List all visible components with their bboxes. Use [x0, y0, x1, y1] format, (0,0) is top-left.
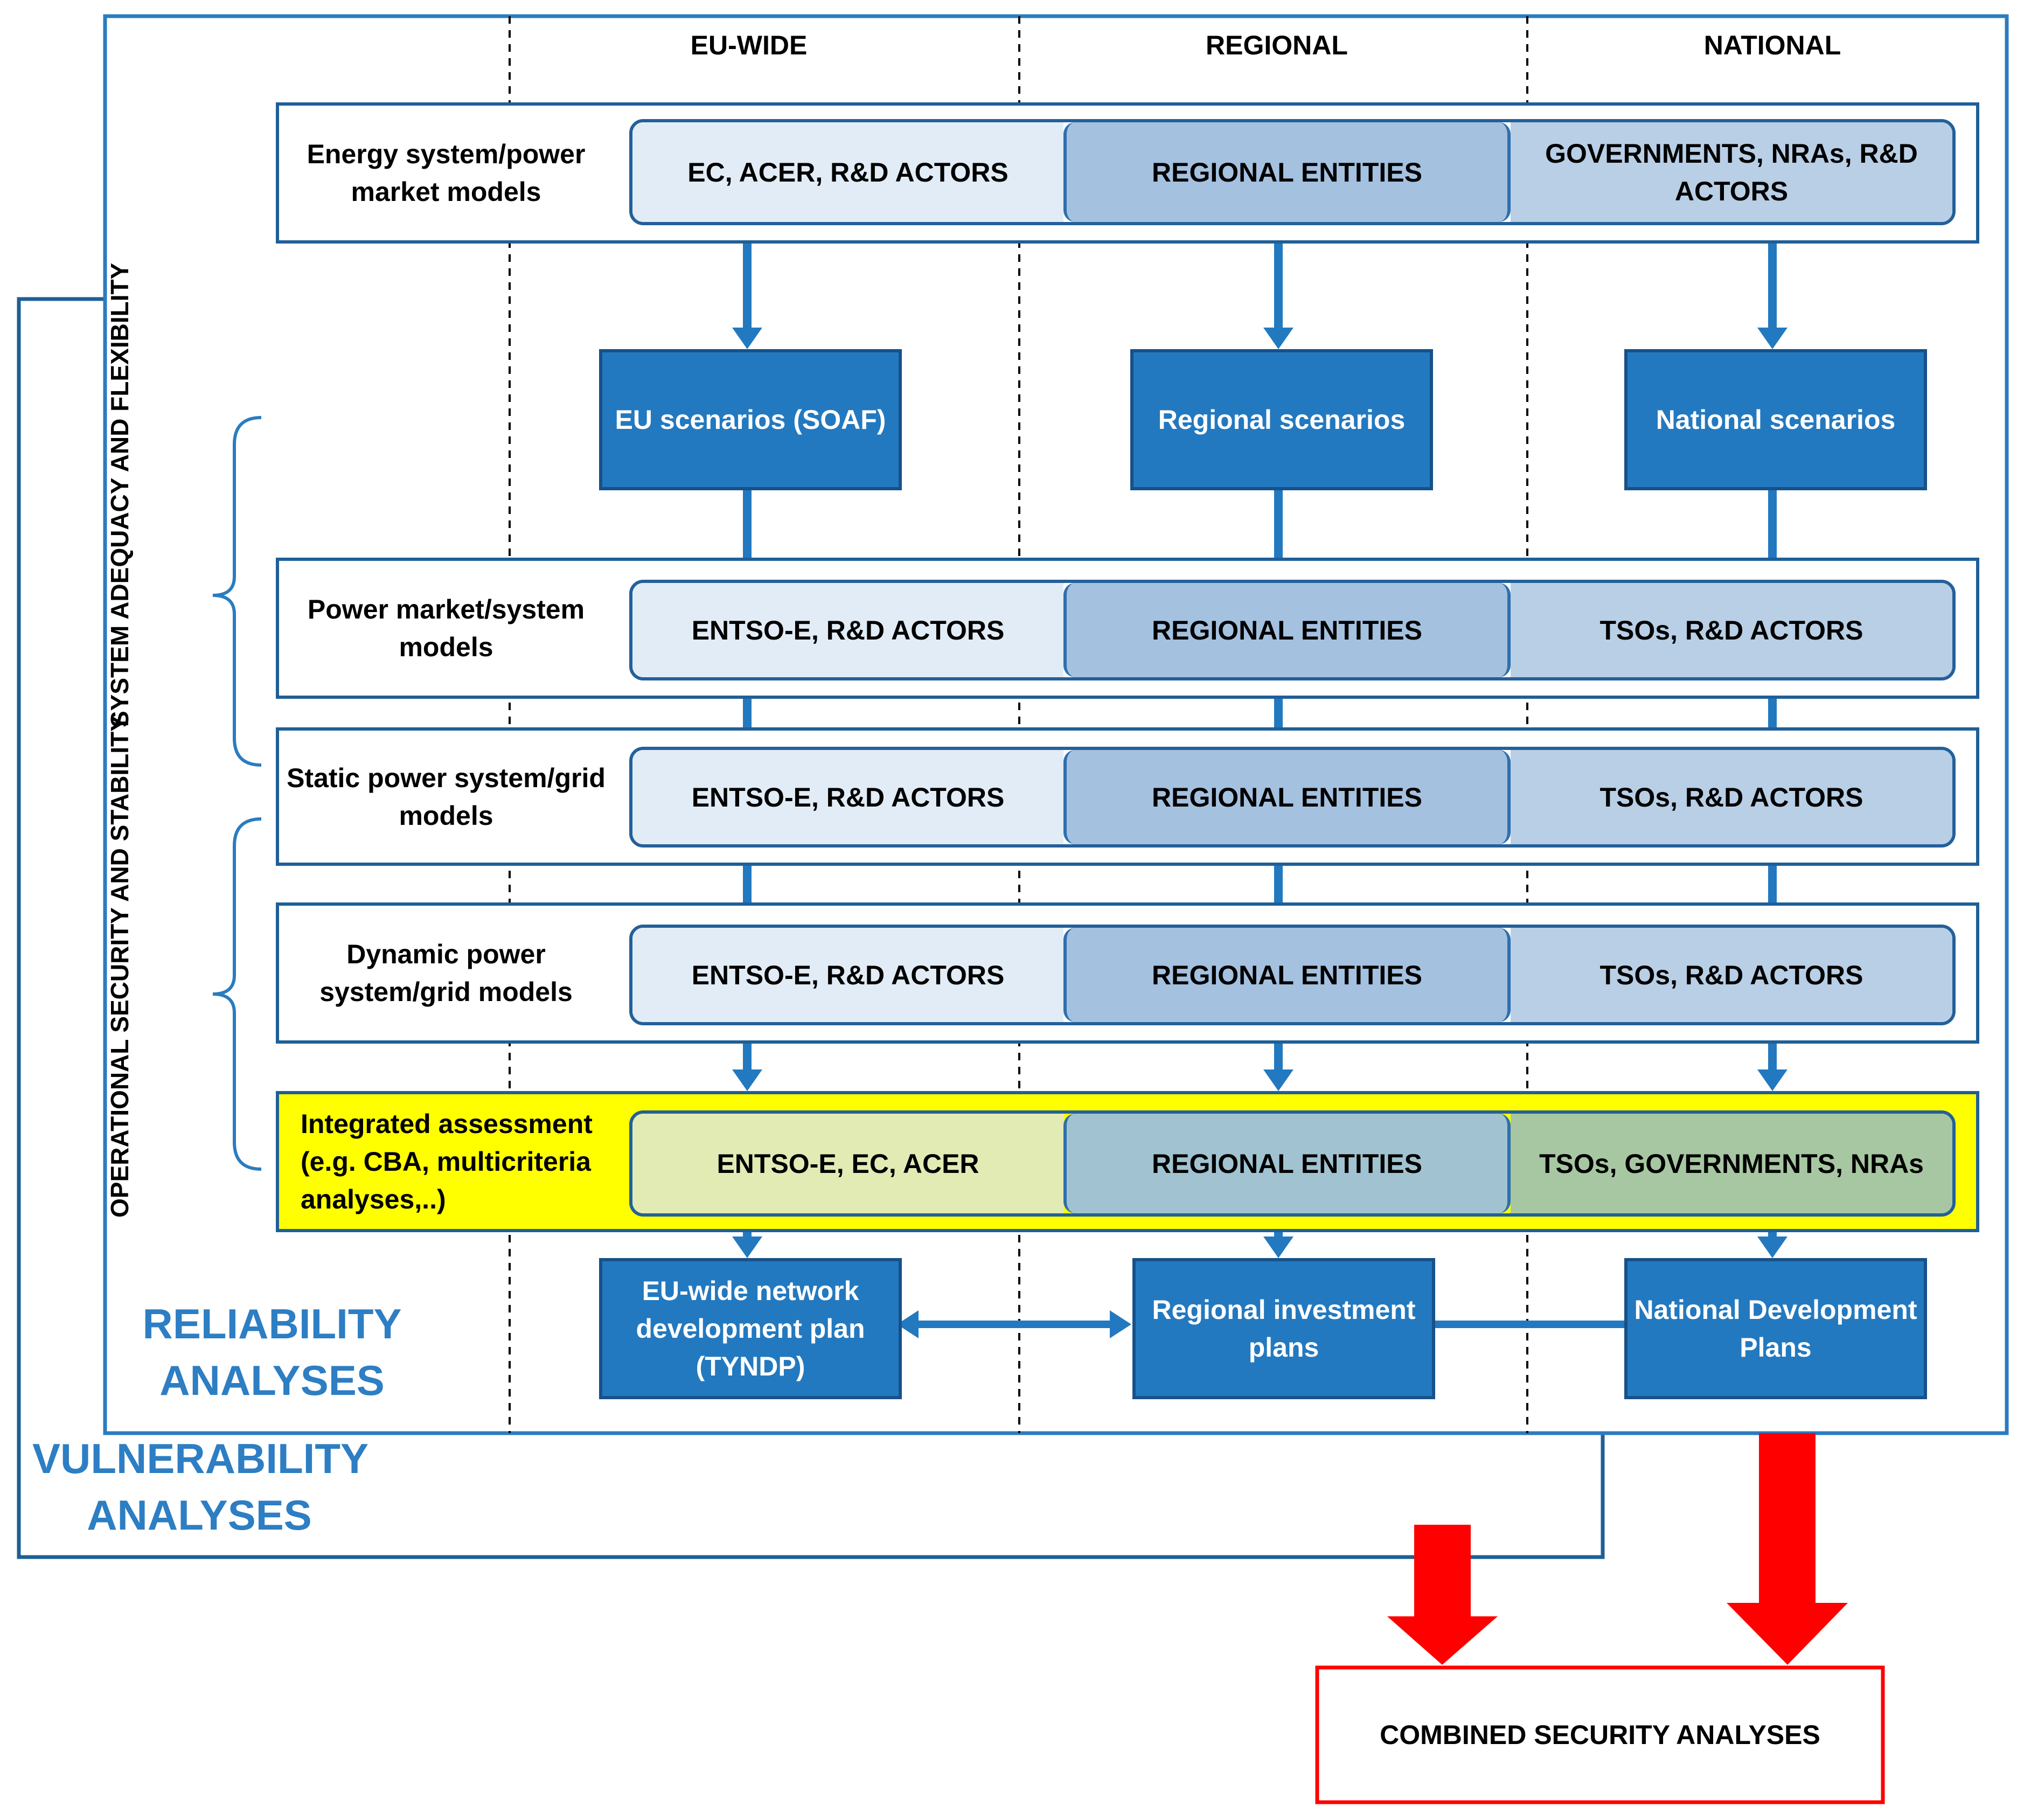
row-label-energy: Energy system/power market models: [307, 139, 586, 207]
plan-national: National Development Plans: [1624, 1258, 1927, 1399]
actors-eu-static: ENTSO-E, R&D ACTORS: [632, 750, 1063, 844]
actors-eu-market: ENTSO-E, R&D ACTORS: [632, 583, 1063, 677]
adequacy-brace: [212, 416, 262, 767]
row-label-integrated: Integrated assessment (e.g. CBA, multicr…: [301, 1109, 593, 1214]
actors-pill-dynamic: ENTSO-E, R&D ACTORS REGIONAL ENTITIES TS…: [629, 925, 1956, 1025]
vulnerability-frame: [17, 297, 1605, 1559]
actors-national-dynamic: TSOs, R&D ACTORS: [1511, 928, 1952, 1022]
reliability-label: RELIABILITY ANALYSES: [142, 1300, 402, 1404]
arrow-integrated-to-plan-eu-head: [732, 1237, 762, 1258]
actors-national-static: TSOs, R&D ACTORS: [1511, 750, 1952, 844]
reliability-frame: [103, 14, 2009, 1435]
actors-eu-energy: EC, ACER, R&D ACTORS: [632, 122, 1063, 222]
plan-regional: Regional investment plans: [1132, 1258, 1435, 1399]
arrow-eu-regional-plan-head: [1110, 1310, 1131, 1338]
actors-pill-static: ENTSO-E, R&D ACTORS REGIONAL ENTITIES TS…: [629, 747, 1956, 848]
side-label-security: OPERATIONAL SECURITY AND STABILITY: [106, 715, 134, 1218]
actors-national-market: TSOs, R&D ACTORS: [1511, 583, 1952, 677]
side-label-adequacy: SYSTEM ADEQUACY AND FLEXIBILITY: [106, 262, 134, 727]
arrow-integrated-to-plan-national-head: [1757, 1237, 1787, 1258]
scenario-eu: EU scenarios (SOAF): [599, 349, 902, 490]
arrow-energy-to-scenario-regional-head: [1263, 328, 1293, 349]
security-brace: [212, 817, 262, 1171]
actors-regional-dynamic: REGIONAL ENTITIES: [1063, 928, 1511, 1022]
actors-eu-integrated: ENTSO-E, EC, ACER: [632, 1114, 1063, 1213]
column-header-eu: EU-WIDE: [690, 30, 808, 60]
actors-regional-market: REGIONAL ENTITIES: [1063, 583, 1511, 677]
vulnerability-label: VULNERABILITY ANALYSES: [32, 1435, 368, 1539]
column-header-national: NATIONAL: [1703, 30, 1841, 60]
scenario-national: National scenarios: [1624, 349, 1927, 490]
row-static: Static power system/grid models ENTSO-E,…: [276, 727, 1979, 866]
arrow-eu-regional-plan-head-left: [897, 1310, 919, 1338]
arrow-dynamic-to-integrated-regional-head: [1263, 1069, 1293, 1091]
row-label-static: Static power system/grid models: [287, 762, 606, 831]
plan-eu: EU-wide network development plan (TYNDP): [599, 1258, 902, 1399]
actors-pill-integrated: ENTSO-E, EC, ACER REGIONAL ENTITIES TSOs…: [629, 1110, 1956, 1217]
actors-pill-market: ENTSO-E, R&D ACTORS REGIONAL ENTITIES TS…: [629, 580, 1956, 680]
row-dynamic: Dynamic power system/grid models ENTSO-E…: [276, 902, 1979, 1044]
actors-regional-integrated: REGIONAL ENTITIES: [1063, 1114, 1511, 1213]
arrow-energy-to-scenario-eu-head: [732, 328, 762, 349]
red-arrow-left: [1387, 1525, 1498, 1665]
arrow-integrated-to-plan-regional-head: [1263, 1237, 1293, 1258]
arrow-dynamic-to-integrated-eu-head: [732, 1069, 762, 1091]
red-arrow-right: [1727, 1433, 1848, 1665]
actors-pill-energy: EC, ACER, R&D ACTORS REGIONAL ENTITIES G…: [629, 119, 1956, 225]
actors-national-integrated: TSOs, GOVERNMENTS, NRAs: [1511, 1114, 1952, 1213]
scenario-regional: Regional scenarios: [1130, 349, 1433, 490]
actors-eu-dynamic: ENTSO-E, R&D ACTORS: [632, 928, 1063, 1022]
arrow-dynamic-to-integrated-national-head: [1757, 1069, 1787, 1091]
actors-regional-static: REGIONAL ENTITIES: [1063, 750, 1511, 844]
row-energy: Energy system/power market models EC, AC…: [276, 102, 1979, 244]
combined-security-label: COMBINED SECURITY ANALYSES: [1380, 1720, 1820, 1750]
actors-national-energy: GOVERNMENTS, NRAs, R&D ACTORS: [1511, 122, 1952, 222]
row-integrated: Integrated assessment (e.g. CBA, multicr…: [276, 1091, 1979, 1232]
row-label-market: Power market/system models: [307, 594, 585, 662]
arrow-energy-to-scenario-national-head: [1757, 328, 1787, 349]
actors-regional-energy: REGIONAL ENTITIES: [1063, 122, 1511, 222]
row-market: Power market/system models ENTSO-E, R&D …: [276, 558, 1979, 699]
column-header-regional: REGIONAL: [1206, 30, 1348, 60]
row-label-dynamic: Dynamic power system/grid models: [319, 939, 573, 1007]
combined-box-border: [1315, 1665, 1885, 1804]
